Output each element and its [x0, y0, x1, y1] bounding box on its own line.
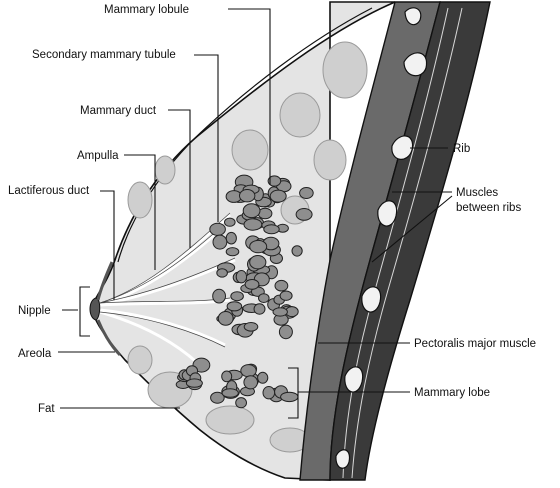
lobule-blob [243, 375, 258, 390]
lobule-blob [242, 203, 261, 219]
lobule-blob [221, 388, 239, 398]
leader-ampulla [124, 154, 156, 270]
lobule-blob [244, 279, 260, 290]
lobule-blob [185, 378, 203, 388]
label-mammary-lobe: Mammary lobe [414, 387, 490, 399]
lobule-blob [267, 175, 282, 187]
label-fat: Fat [38, 403, 55, 415]
lobule-blob [212, 234, 228, 250]
lobule-blob [272, 307, 288, 317]
lobule-blob [279, 290, 293, 301]
lobule-blob [295, 208, 313, 221]
lobule-blob [253, 303, 266, 315]
lobule-blob [225, 247, 240, 257]
label-areola: Areola [18, 348, 52, 360]
nipple [89, 297, 101, 321]
lobule-blob [299, 187, 314, 199]
label-lactiferous-duct: Lactiferous duct [8, 185, 90, 197]
lobule-blob [239, 189, 256, 203]
lobule-blob [235, 397, 248, 409]
lobule-blob [221, 370, 233, 383]
lobule-blob [216, 268, 228, 278]
lobule-blob [291, 245, 303, 257]
lobule-blob [210, 391, 225, 404]
lobule-blob [243, 218, 263, 231]
lobule-blob [274, 279, 289, 292]
lobule-blob [230, 291, 244, 302]
leader-lactiferous-duct [100, 190, 115, 300]
label-mammary-duct: Mammary duct [80, 105, 157, 117]
lobule-blob [278, 324, 293, 340]
leader-muscles-between-ribs [371, 191, 453, 263]
lobule-blob [249, 239, 268, 254]
leader-mammary-lobe [288, 367, 410, 419]
label-nipple: Nipple [18, 305, 51, 317]
lobule-blob [226, 301, 243, 312]
lobule-blob [209, 222, 226, 236]
fat-lobules [127, 41, 368, 453]
lobule-blob [249, 255, 267, 270]
label-muscles-between-ribs-line2: between ribs [456, 202, 521, 214]
muscle-fibres [342, 7, 463, 479]
skin-outline [117, 7, 373, 263]
leader-mammary-duct [168, 109, 191, 248]
label-ampulla: Ampulla [77, 150, 119, 162]
glandular-lobules [175, 174, 314, 409]
lobule-blob [224, 217, 236, 227]
lobule-blob [280, 391, 299, 403]
lobule-blob [269, 189, 287, 203]
lobule-blob [243, 322, 259, 332]
lobule-blob [262, 386, 276, 400]
label-pectoralis-major-muscle: Pectoralis major muscle [414, 338, 536, 350]
lobule-blob [263, 224, 280, 235]
areola [96, 261, 122, 357]
label-secondary-mammary-tubule: Secondary mammary tubule [32, 49, 176, 61]
label-muscles-between-ribs-line1: Muscles [456, 187, 498, 199]
ribs [335, 7, 428, 469]
lobule-blob [212, 288, 227, 304]
label-rib: Rib [453, 143, 470, 155]
lobule-blob [225, 231, 237, 245]
lobule-blob [240, 364, 257, 378]
leader-mammary-lobule [228, 8, 271, 185]
lobule-blob [258, 293, 270, 304]
lobule-blob [235, 270, 248, 284]
leader-secondary-mammary-tubule [194, 54, 219, 222]
lobule-blob [217, 311, 234, 326]
leader-nipple [62, 286, 90, 337]
label-mammary-lobule: Mammary lobule [104, 4, 189, 16]
lobule-blob [257, 371, 269, 384]
